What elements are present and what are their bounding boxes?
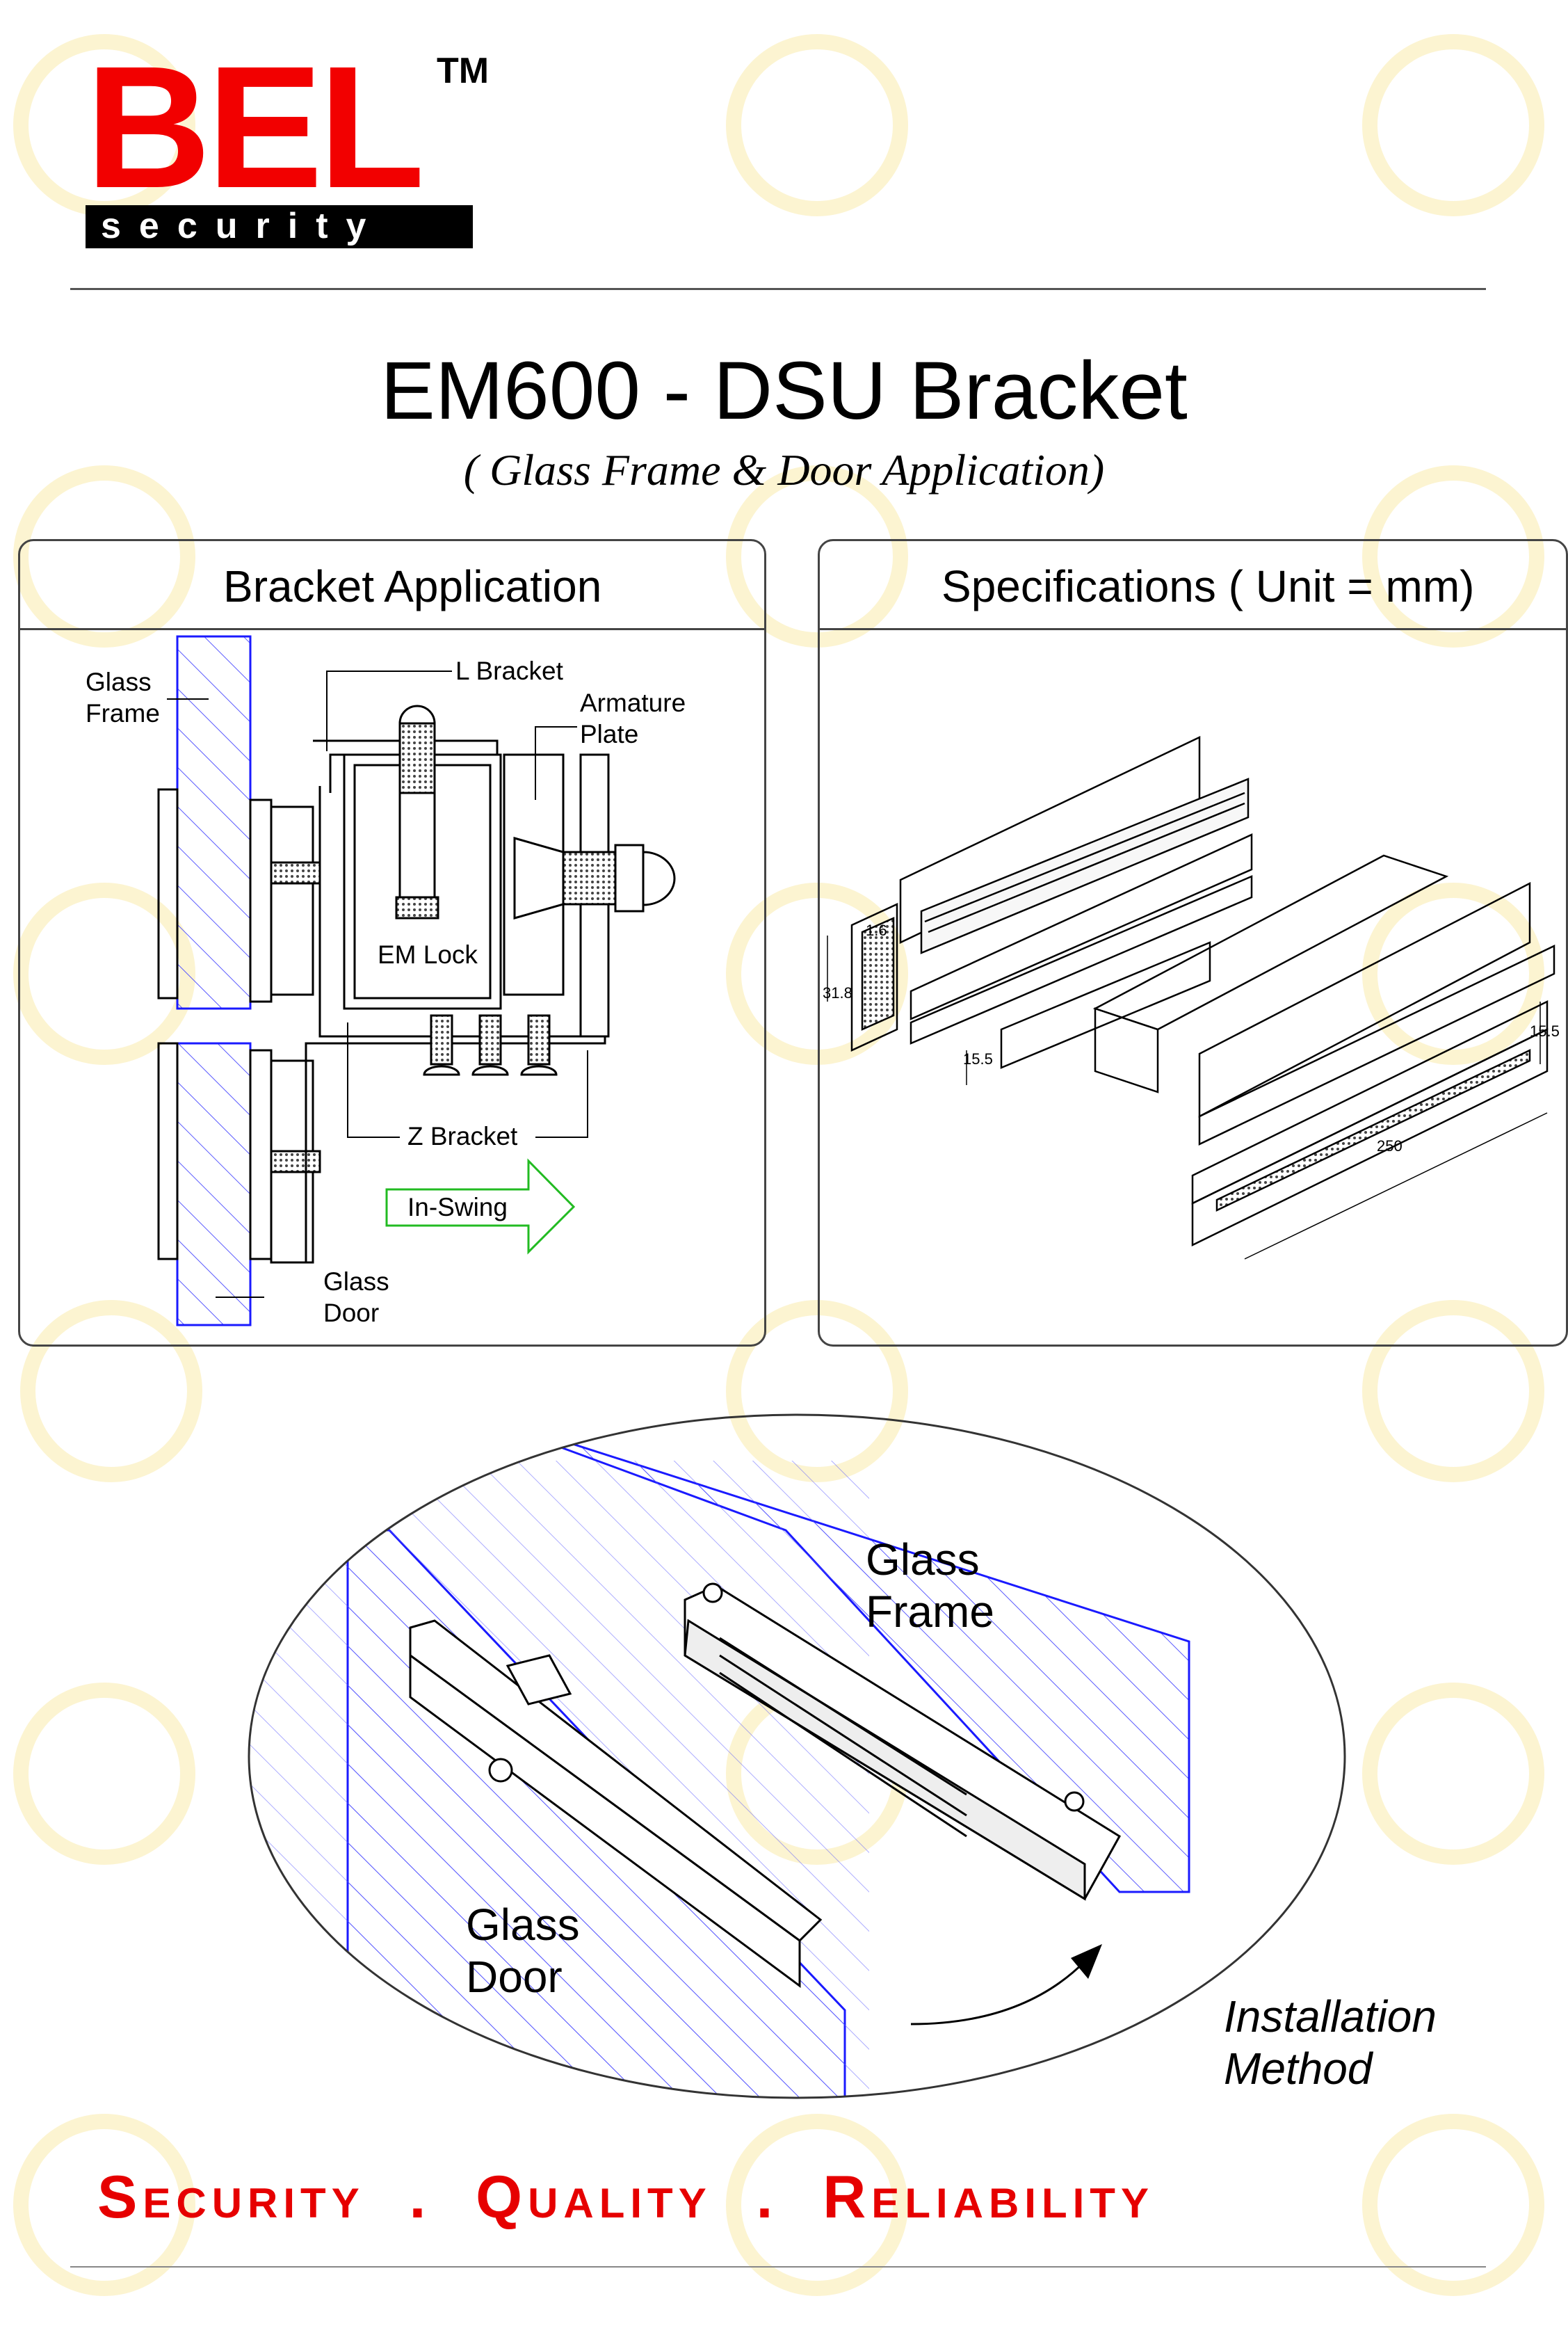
panel-header: Bracket Application — [20, 541, 764, 630]
logo-trademark: TM — [437, 51, 490, 91]
footer-divider — [70, 2266, 1486, 2268]
glass-door-pane — [176, 1042, 252, 1326]
swing-direction-arrow — [910, 1960, 1086, 2025]
panel-title: Bracket Application — [223, 561, 602, 611]
dim-depth-left: 15.5 — [963, 1050, 993, 1068]
panel-header: Specifications ( Unit = mm) — [820, 541, 1566, 630]
dim-thickness: 1.6 — [866, 922, 887, 939]
logo-brand: BEL — [86, 30, 425, 224]
logo-tagline: security — [86, 205, 473, 248]
label-z-bracket: Z Bracket — [407, 1122, 518, 1150]
dim-depth-right: 15.5 — [1530, 1022, 1560, 1040]
footer-slogan: Security . Quality . Reliability — [97, 2164, 1154, 2231]
dim-length: 250 — [1377, 1137, 1403, 1155]
label-em-lock: EM Lock — [378, 940, 478, 969]
armature-3d — [409, 1619, 823, 1942]
page-title: EM600 - DSU Bracket — [380, 345, 1188, 437]
page-subtitle: ( Glass Frame & Door Application) — [463, 445, 1105, 495]
specifications-panel: Specifications ( Unit = mm) — [818, 539, 1568, 1347]
panel-title: Specifications ( Unit = mm) — [941, 561, 1475, 611]
installation-drawing — [248, 1413, 1346, 2099]
bracket-section-drawing — [157, 635, 676, 1326]
in-swing-arrow — [385, 1158, 576, 1255]
label-l-bracket: L Bracket — [455, 657, 563, 685]
leader-lines — [167, 671, 588, 1298]
dim-height: 31.8 — [823, 984, 852, 1002]
spec-dimensions: 1.6 31.8 15.5 15.5 250 — [823, 922, 1560, 1155]
header-divider — [70, 288, 1486, 290]
label-in-swing: In-Swing — [407, 1193, 508, 1221]
bracket-application-panel: Bracket Application — [18, 539, 766, 1347]
spec-exploded-drawing — [827, 736, 1555, 1260]
